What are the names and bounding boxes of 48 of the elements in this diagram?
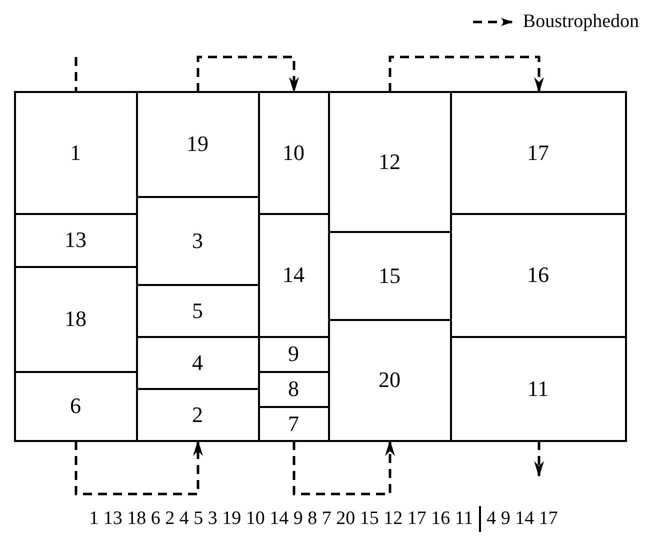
grid-cell (259, 407, 330, 442)
cell-number: 16 (527, 264, 549, 286)
grid-cell (137, 197, 260, 286)
grid-cell (451, 92, 627, 215)
dashed-arrow (196, 56, 299, 93)
grid-cell (15, 372, 138, 442)
cell-number: 11 (527, 378, 549, 400)
sequence-text: 4 9 14 17 (486, 507, 558, 531)
grid-cell (329, 92, 452, 233)
cell-number: 15 (378, 264, 400, 286)
cell-number: 6 (70, 395, 81, 417)
grid-cell (15, 92, 138, 215)
grid-cell (259, 214, 330, 338)
cell-number: 5 (192, 300, 203, 322)
sequence-text: 1 13 18 6 2 4 5 3 19 10 14 9 8 7 20 15 12 17 16 11 (89, 507, 474, 531)
dashed-arrow (74, 440, 203, 496)
cell-number: 8 (288, 378, 299, 400)
grid-cell (329, 232, 452, 321)
grid-cell (137, 285, 260, 338)
grid-cell (137, 92, 260, 198)
cell-number: 14 (282, 264, 304, 286)
cell-number: 2 (192, 404, 203, 426)
cell-number: 20 (378, 369, 400, 391)
grid-cell (15, 267, 138, 373)
cell-number: 18 (64, 308, 86, 330)
dashed-arrow (292, 440, 395, 496)
grid-cell (15, 214, 138, 268)
cell-number: 1 (70, 142, 81, 164)
grid-cell (329, 320, 452, 442)
grid-cell (451, 337, 627, 442)
grid-cell (259, 337, 330, 373)
cell-number: 3 (192, 230, 203, 252)
grid-cell (137, 389, 260, 442)
grid-cell (137, 337, 260, 390)
grid-cell (451, 214, 627, 338)
cell-number: 12 (378, 150, 400, 172)
legend-label: Boustrophedon (522, 12, 639, 31)
cell-number: 4 (192, 352, 203, 374)
cell-number: 10 (282, 142, 304, 164)
grid-cell (259, 372, 330, 408)
dashed-arrow (388, 56, 544, 93)
grid-cell (259, 92, 330, 215)
cell-number: 9 (288, 343, 299, 365)
dashed-arrow (534, 441, 544, 477)
cell-number: 7 (288, 412, 299, 434)
cell-number: 19 (186, 133, 208, 155)
cell-number: 17 (527, 142, 549, 164)
cell-number: 13 (64, 229, 86, 251)
